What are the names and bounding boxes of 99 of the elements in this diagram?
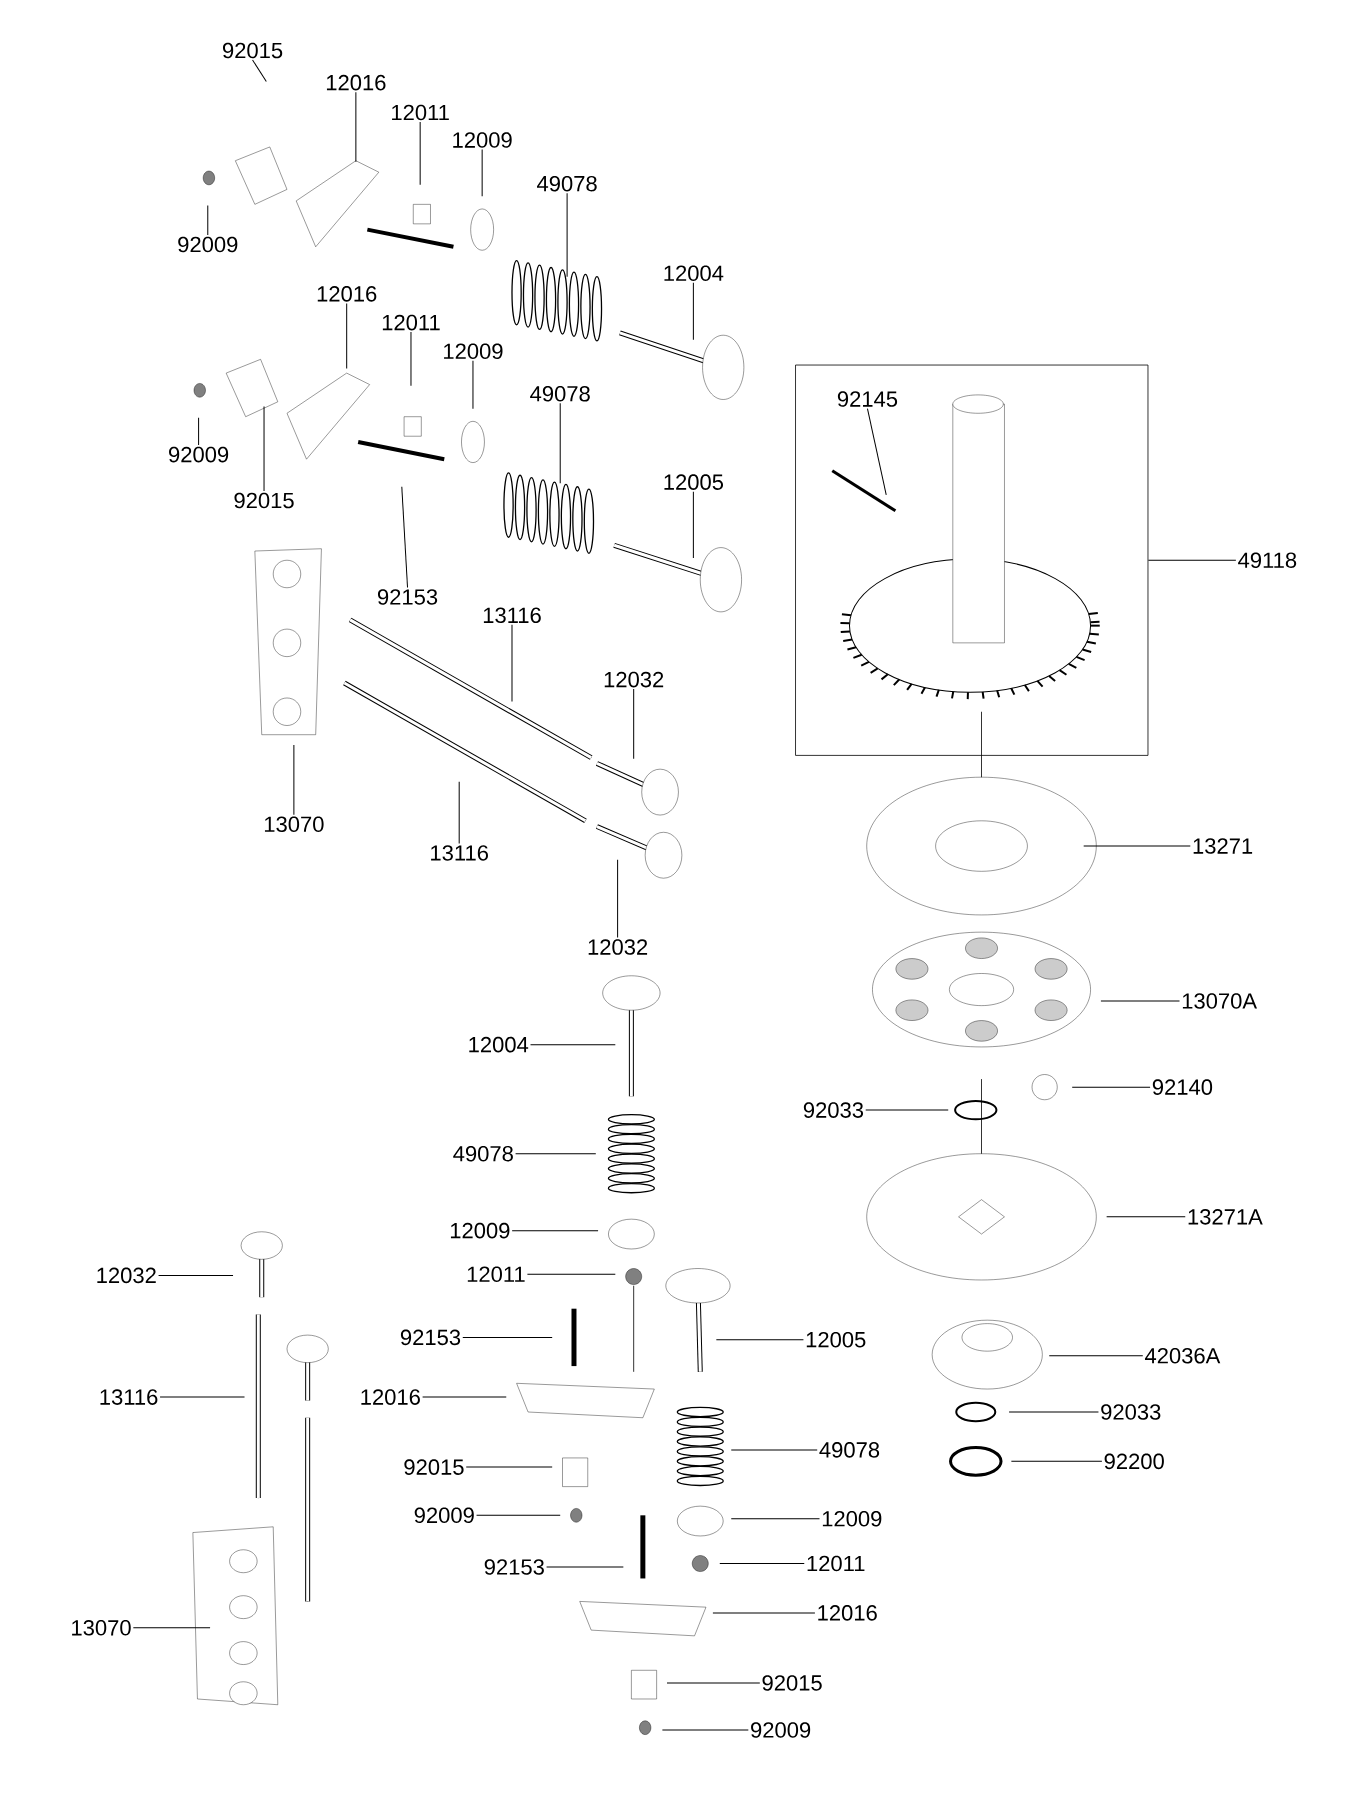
callout-number: 49078 [530, 385, 590, 402]
leader-line [526, 1273, 616, 1275]
callout-number: 92200 [1104, 1453, 1164, 1470]
callout-number: 12032 [97, 1267, 156, 1284]
leader-line [1071, 1086, 1151, 1088]
callout-number: 92153 [377, 589, 438, 605]
callout-number: 13070A [1182, 993, 1257, 1009]
leader-line [529, 1044, 616, 1046]
leader-line [198, 417, 199, 446]
leader-line [132, 1627, 211, 1629]
callout-number: 13271 [1193, 838, 1252, 854]
callout-number: 12016 [317, 286, 377, 302]
callout-number: 92033 [803, 1102, 863, 1118]
leader-line [712, 1612, 816, 1614]
leader-line [1106, 1216, 1186, 1218]
callout-number: 12004 [469, 1036, 529, 1053]
leader-line [472, 360, 474, 410]
leader-line [462, 1336, 553, 1338]
callout-number: 13116 [483, 607, 541, 624]
leader-line [401, 486, 408, 588]
leader-line [476, 1514, 561, 1516]
leader-line [566, 192, 568, 278]
callout-number: 92015 [404, 1459, 464, 1475]
leader-line [511, 624, 513, 702]
leader-line [692, 491, 694, 559]
leader-line [715, 1339, 804, 1341]
callout-number: 92153 [400, 1329, 461, 1346]
leader-line [866, 408, 887, 496]
leader-line [692, 282, 694, 341]
callout-number: 12009 [822, 1510, 882, 1527]
callout-number: 92009 [168, 446, 229, 463]
callout-number: 13116 [100, 1389, 158, 1405]
callout-number: 92140 [1152, 1079, 1213, 1095]
leader-line [1147, 559, 1237, 561]
leader-line [159, 1396, 245, 1398]
leader-line [346, 302, 348, 369]
callout-number: 12009 [453, 132, 512, 148]
callout-number: 92015 [234, 492, 294, 509]
callout-number: 49078 [536, 175, 597, 192]
leader-line [511, 1230, 599, 1232]
leader-line [546, 1566, 624, 1568]
callout-number: 92145 [837, 391, 897, 407]
leader-line [617, 859, 619, 939]
leader-line [207, 205, 209, 236]
callout-number: 12011 [467, 1266, 525, 1283]
callout-number: 13070 [264, 816, 324, 833]
callout-number: 12004 [664, 265, 724, 281]
callout-number: 42036A [1144, 1347, 1221, 1364]
leader-line [559, 402, 561, 484]
leader-line [1100, 1000, 1180, 1002]
callout-number: 92015 [222, 42, 283, 59]
callout-number: 13271A [1188, 1209, 1263, 1225]
leader-line [481, 149, 483, 197]
leader-line [730, 1449, 818, 1451]
leader-line [458, 781, 460, 844]
leader-line [633, 688, 635, 760]
leader-line [865, 1109, 949, 1111]
leader-line [158, 1274, 234, 1276]
leader-line [410, 331, 412, 387]
leader-line [661, 1729, 749, 1731]
leader-line [263, 405, 265, 492]
callout-number: 92153 [484, 1559, 544, 1575]
leader-line [419, 121, 421, 186]
leader-line [1083, 845, 1191, 847]
callout-number: 92009 [414, 1507, 474, 1524]
leader-line [1010, 1460, 1103, 1462]
callout-number: 92033 [1101, 1404, 1161, 1420]
callout-number: 12005 [664, 474, 723, 490]
leader-line [730, 1518, 820, 1520]
callout-number: 12032 [588, 939, 647, 955]
callout-number: 12016 [326, 74, 386, 91]
leader-line [1048, 1355, 1144, 1357]
leader-line [422, 1396, 507, 1398]
callout-number: 12016 [361, 1389, 420, 1405]
callout-number: 92009 [751, 1722, 811, 1738]
leader-line [515, 1153, 597, 1155]
callout-number: 49118 [1238, 552, 1297, 568]
leader-line [1008, 1411, 1099, 1413]
callout-number: 13070 [72, 1620, 131, 1636]
leader-line [293, 744, 295, 816]
frame-box [795, 364, 1149, 756]
callout-number: 12005 [806, 1331, 866, 1348]
callout-number: 12011 [807, 1555, 865, 1572]
callout-number: 12009 [443, 343, 503, 360]
leader-line [719, 1563, 805, 1565]
callout-number: 49078 [819, 1442, 880, 1458]
callout-number: 13116 [431, 845, 488, 861]
leader-line [666, 1682, 761, 1684]
leader-line [355, 91, 357, 163]
callout-number: 12016 [818, 1605, 877, 1621]
callout-number: 92015 [762, 1675, 822, 1691]
callout-number: 12032 [604, 671, 664, 688]
leader-line [251, 59, 267, 82]
leader-line [465, 1466, 553, 1468]
callout-number: 12011 [382, 314, 440, 331]
callout-number: 49078 [453, 1145, 513, 1162]
callout-number: 12009 [450, 1222, 510, 1239]
callout-number: 92009 [178, 236, 238, 253]
callout-number: 12011 [392, 104, 449, 121]
